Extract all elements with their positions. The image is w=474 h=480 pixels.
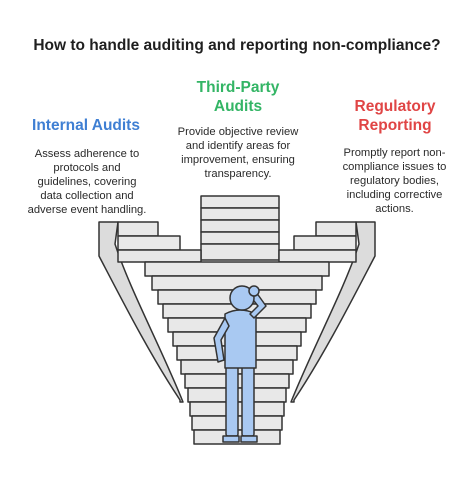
desc-line: and identify areas for — [185, 140, 291, 152]
regulatory-reporting-description: Promptly report non- compliance issues t… — [327, 146, 462, 216]
center-tower-block — [200, 219, 280, 233]
person-left-arm — [213, 317, 230, 363]
desc-line: transparency. — [204, 168, 272, 180]
desc-line: protocols and — [53, 162, 121, 174]
third-party-audits-description: Provide objective review and identify ar… — [168, 125, 308, 181]
person-foot — [222, 435, 240, 443]
desc-line: improvement, ensuring — [181, 154, 295, 166]
person-hand — [248, 285, 260, 297]
internal-audits-heading: Internal Audits — [32, 117, 140, 134]
heading-line: Third-Party — [196, 79, 280, 96]
right-stair-wall — [290, 221, 376, 403]
third-party-audits-heading: Third-Party Audits — [168, 78, 308, 116]
desc-line: compliance issues to — [342, 161, 447, 173]
person-right-leg — [241, 359, 255, 437]
desc-line: adverse event handling. — [27, 204, 147, 216]
desc-line: actions. — [375, 203, 414, 215]
desc-line: Assess adherence to — [34, 148, 140, 160]
desc-line: regulatory bodies, — [350, 175, 439, 187]
person-head — [229, 285, 255, 311]
right-stair-step — [293, 235, 357, 251]
heading-line: Reporting — [358, 117, 432, 134]
left-stair-wall — [98, 221, 184, 403]
center-tower-block — [200, 231, 280, 245]
central-stair-step — [144, 261, 330, 277]
left-stair-step — [117, 221, 159, 237]
left-stair-step — [117, 235, 181, 251]
desc-line: including corrective — [346, 189, 443, 201]
person-torso — [224, 309, 257, 369]
thinking-person-figure — [213, 285, 267, 443]
regulatory-reporting-heading: Regulatory Reporting — [330, 97, 460, 135]
left-stair-step — [117, 249, 202, 263]
internal-audits-description: Assess adherence to protocols and guidel… — [14, 147, 160, 217]
diagram-title: How to handle auditing and reporting non… — [33, 37, 441, 54]
center-tower-block — [200, 207, 280, 221]
right-stair-step — [278, 249, 357, 263]
person-foot — [240, 435, 258, 443]
heading-line: Regulatory — [354, 98, 436, 115]
heading-line: Audits — [213, 98, 263, 115]
desc-line: Provide objective review — [177, 126, 299, 138]
right-stair-step — [315, 221, 357, 237]
center-tower-block — [200, 243, 280, 261]
desc-line: guidelines, covering — [37, 176, 137, 188]
desc-line: data collection and — [40, 190, 134, 202]
desc-line: Promptly report non- — [343, 147, 446, 159]
center-tower-block — [200, 195, 280, 209]
person-left-leg — [225, 359, 239, 437]
